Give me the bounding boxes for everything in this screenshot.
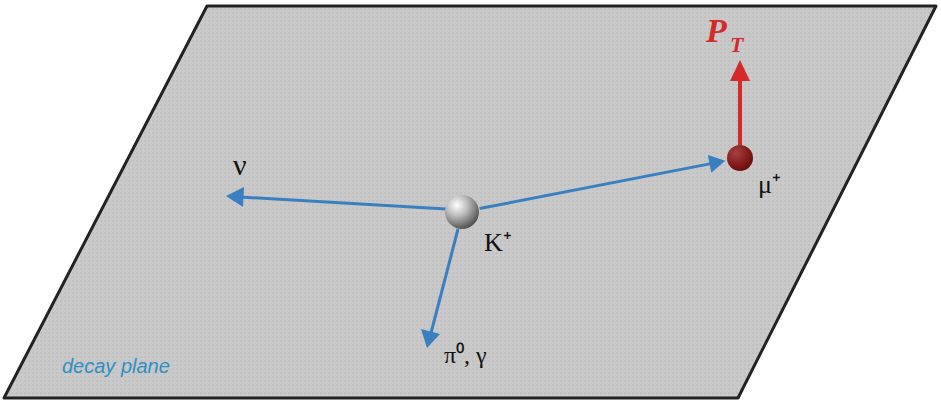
- pion-gamma-label: π⁰, γ: [444, 343, 487, 367]
- momentum-arrow: [480, 155, 726, 208]
- polarization-arrow: [738, 78, 742, 145]
- arrow-head: [730, 60, 750, 81]
- arrow-head: [421, 329, 440, 348]
- kaon-sphere: K⁺: [445, 195, 479, 229]
- particle-label: K⁺: [484, 230, 512, 256]
- polarization-subscript: T: [730, 34, 743, 56]
- muon-dot: μ⁺: [727, 145, 753, 171]
- neutrino-arrow: [240, 197, 446, 209]
- neutrino-label: ν: [233, 150, 247, 180]
- particle-ball: [445, 195, 479, 229]
- arrow-head: [226, 187, 244, 207]
- arrow-line: [480, 163, 714, 208]
- plane-label: decay plane: [62, 356, 170, 376]
- particle-ball: [727, 145, 753, 171]
- decay-plane: [4, 6, 936, 398]
- polarization-label: P: [706, 14, 727, 48]
- pion-arrow: [431, 229, 458, 333]
- arrow-head: [708, 155, 725, 173]
- particle-label: μ⁺: [758, 172, 781, 198]
